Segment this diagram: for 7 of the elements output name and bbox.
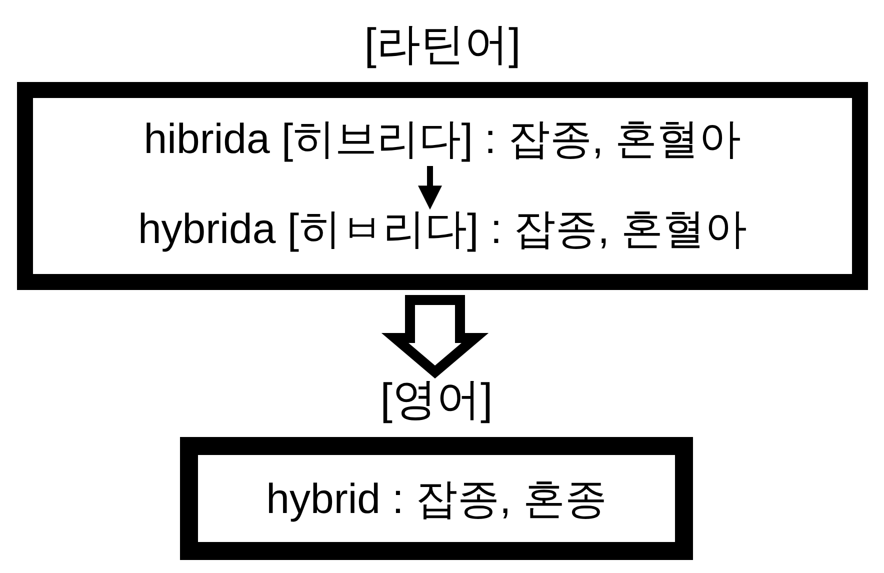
definition-text: hibrida [히브리다] : 잡종, 혼혈아 bbox=[144, 114, 742, 164]
block-arrow bbox=[381, 295, 489, 379]
definition-text: hybrida [히ㅂ리다] : 잡종, 혼혈아 bbox=[138, 204, 748, 254]
box-heading: [영어] bbox=[379, 375, 494, 425]
definition-text: hybrid : 잡종, 혼종 bbox=[266, 474, 607, 524]
box-heading: [라틴어] bbox=[363, 20, 522, 70]
arrow bbox=[418, 166, 442, 210]
